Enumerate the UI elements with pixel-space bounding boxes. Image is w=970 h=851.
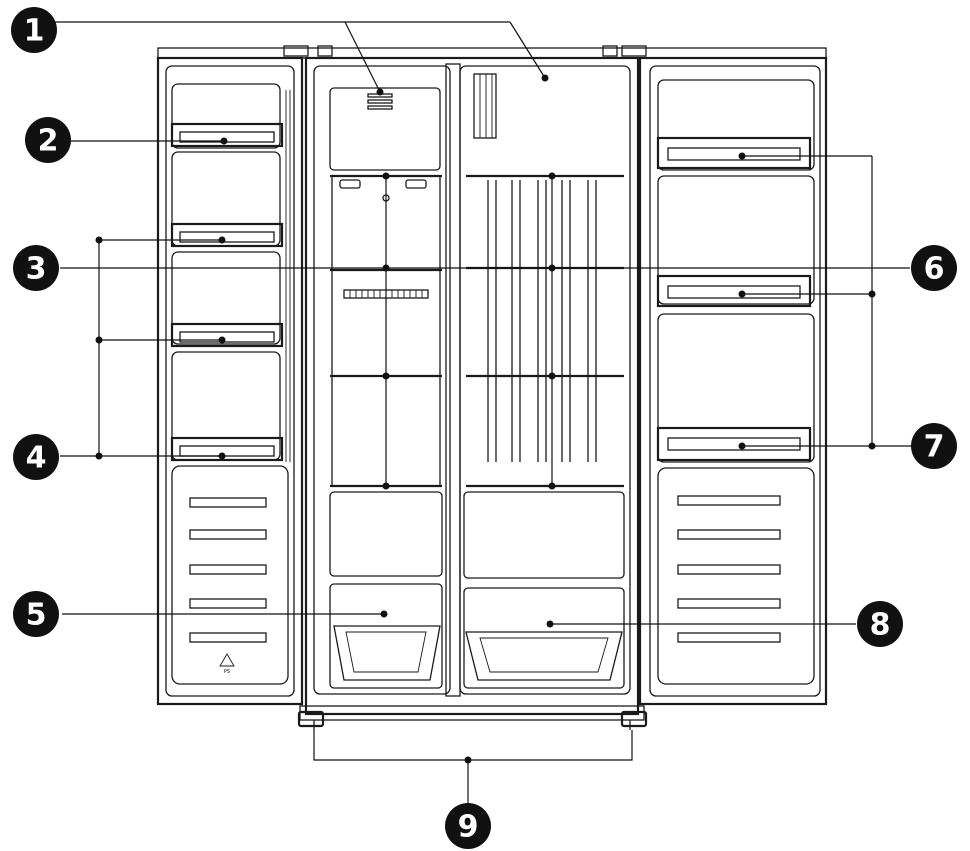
right-door	[638, 56, 828, 706]
callout-3-label: 3	[26, 252, 47, 287]
recycle-label: PS	[224, 669, 230, 675]
fridge-cabinet	[157, 45, 827, 730]
left-door-shelf-1	[170, 122, 284, 148]
right-door-shelf-1	[656, 136, 812, 170]
left-door-bin-top	[171, 83, 281, 149]
freezer-drawer-lower	[329, 583, 443, 689]
centre-divider	[445, 63, 461, 697]
callout-9-label: 9	[458, 810, 479, 845]
callout-3: 3	[13, 245, 59, 291]
freezer-compartment	[313, 65, 451, 695]
crisper-drawer	[463, 587, 625, 689]
callout-9: 9	[445, 803, 491, 849]
right-door-lower-panel	[657, 467, 815, 685]
callout-2: 2	[25, 117, 71, 163]
callout-4: 4	[13, 434, 59, 480]
callout-4-label: 4	[26, 441, 47, 476]
left-door-lower-panel	[171, 465, 289, 685]
left-door-shelf-2	[170, 222, 284, 248]
callout-6: 6	[911, 245, 957, 291]
callout-5-label: 5	[26, 598, 47, 633]
left-door: PS	[156, 56, 304, 706]
left-door-shelf-4	[170, 436, 284, 462]
callout-1-label: 1	[24, 14, 45, 49]
recycle-icon: PS	[219, 653, 235, 675]
fridge-drawer-upper	[463, 491, 625, 579]
callout-5: 5	[13, 591, 59, 637]
callout-1: 1	[11, 7, 57, 53]
callout-2-label: 2	[38, 124, 59, 159]
ice-maker	[329, 87, 441, 171]
leader-lines	[52, 21, 912, 808]
water-tank	[473, 73, 497, 139]
fridge-compartment	[459, 65, 631, 695]
callout-8: 8	[857, 601, 903, 647]
right-door-shelf-3	[656, 426, 812, 462]
callout-8-label: 8	[870, 608, 891, 643]
left-door-shelf-3	[170, 322, 284, 348]
freezer-drawer-upper	[329, 491, 443, 577]
callout-7: 7	[911, 423, 957, 469]
right-door-shelf-2	[656, 274, 812, 308]
callout-7-label: 7	[924, 430, 945, 465]
callout-6-label: 6	[924, 252, 945, 287]
